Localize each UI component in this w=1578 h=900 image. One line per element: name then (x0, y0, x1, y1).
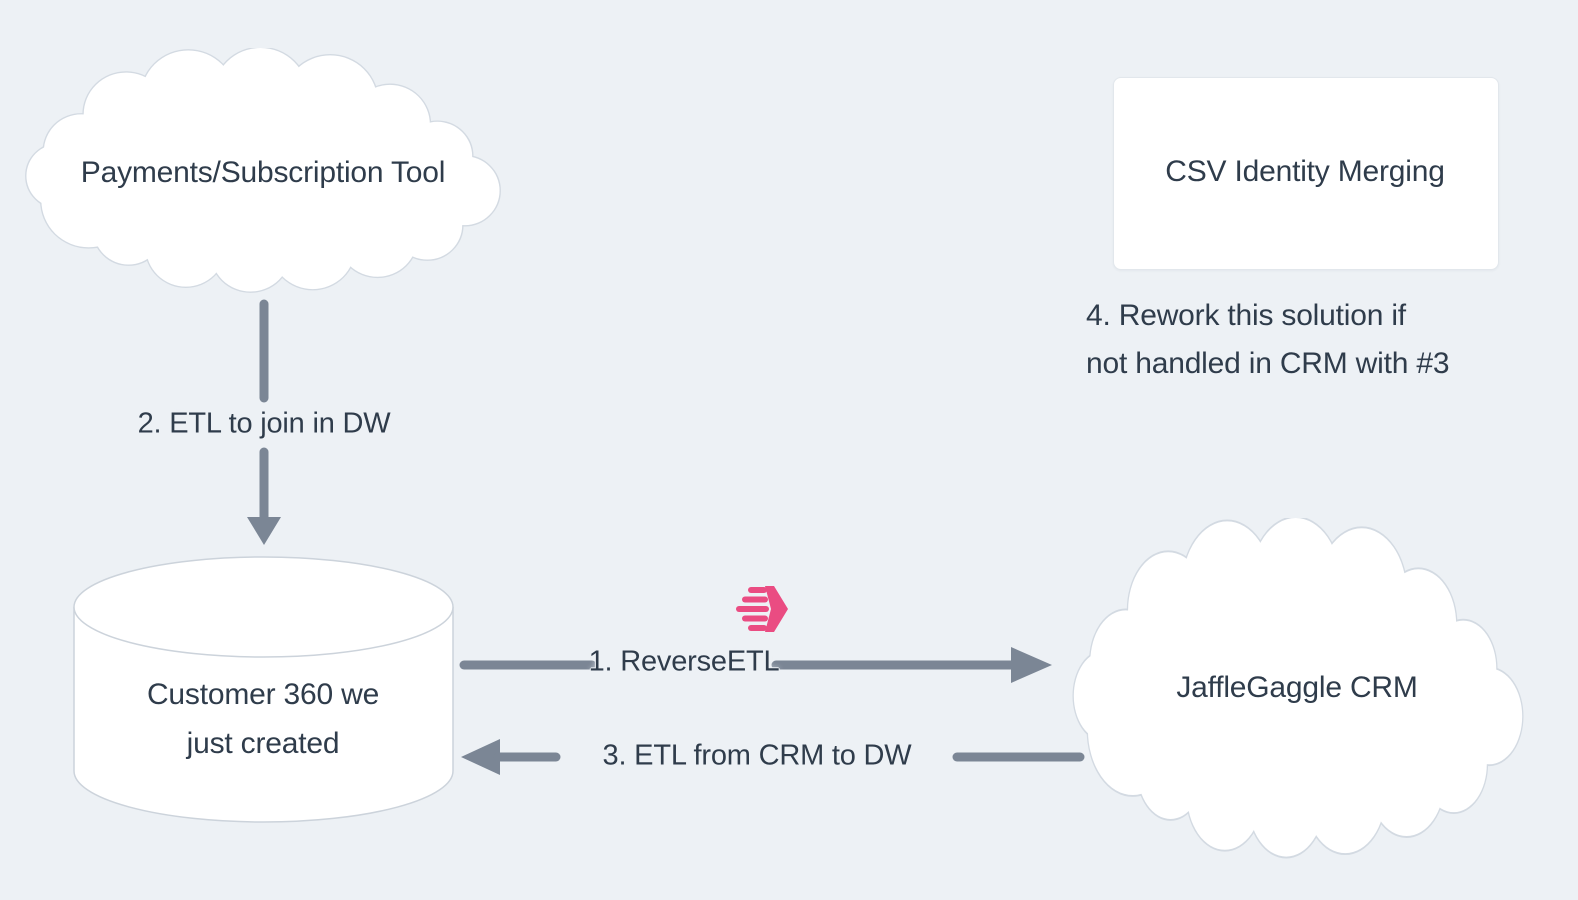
etl-join-label: 2. ETL to join in DW (137, 407, 391, 440)
customer-360-label-line1: Customer 360 we (146, 678, 380, 711)
arrow-right-head (1011, 647, 1052, 683)
hightouch-logo-icon (736, 586, 788, 632)
customer-360-label: Customer 360 we just created (147, 670, 379, 768)
rework-note-line1: 4. Rework this solution if (1086, 299, 1406, 332)
reverse-etl-label: 1. ReverseETL (588, 645, 780, 678)
etl-from-crm-label: 3. ETL from CRM to DW (602, 739, 912, 772)
crm-cloud-label: JaffleGaggle CRM (1176, 671, 1418, 704)
csv-identity-label: CSV Identity Merging (1165, 155, 1445, 188)
arrow-left-head (461, 739, 500, 775)
csv-identity-box (1113, 77, 1499, 270)
customer-360-cylinder-shape (73, 556, 454, 823)
payments-cloud-label: Payments/Subscription Tool (80, 156, 446, 189)
rework-note-line2: not handled in CRM with #3 (1086, 347, 1450, 380)
rework-note: 4. Rework this solution if not handled i… (1086, 292, 1450, 388)
arrow-down-head (247, 517, 281, 545)
customer-360-label-line2: just created (186, 727, 340, 760)
